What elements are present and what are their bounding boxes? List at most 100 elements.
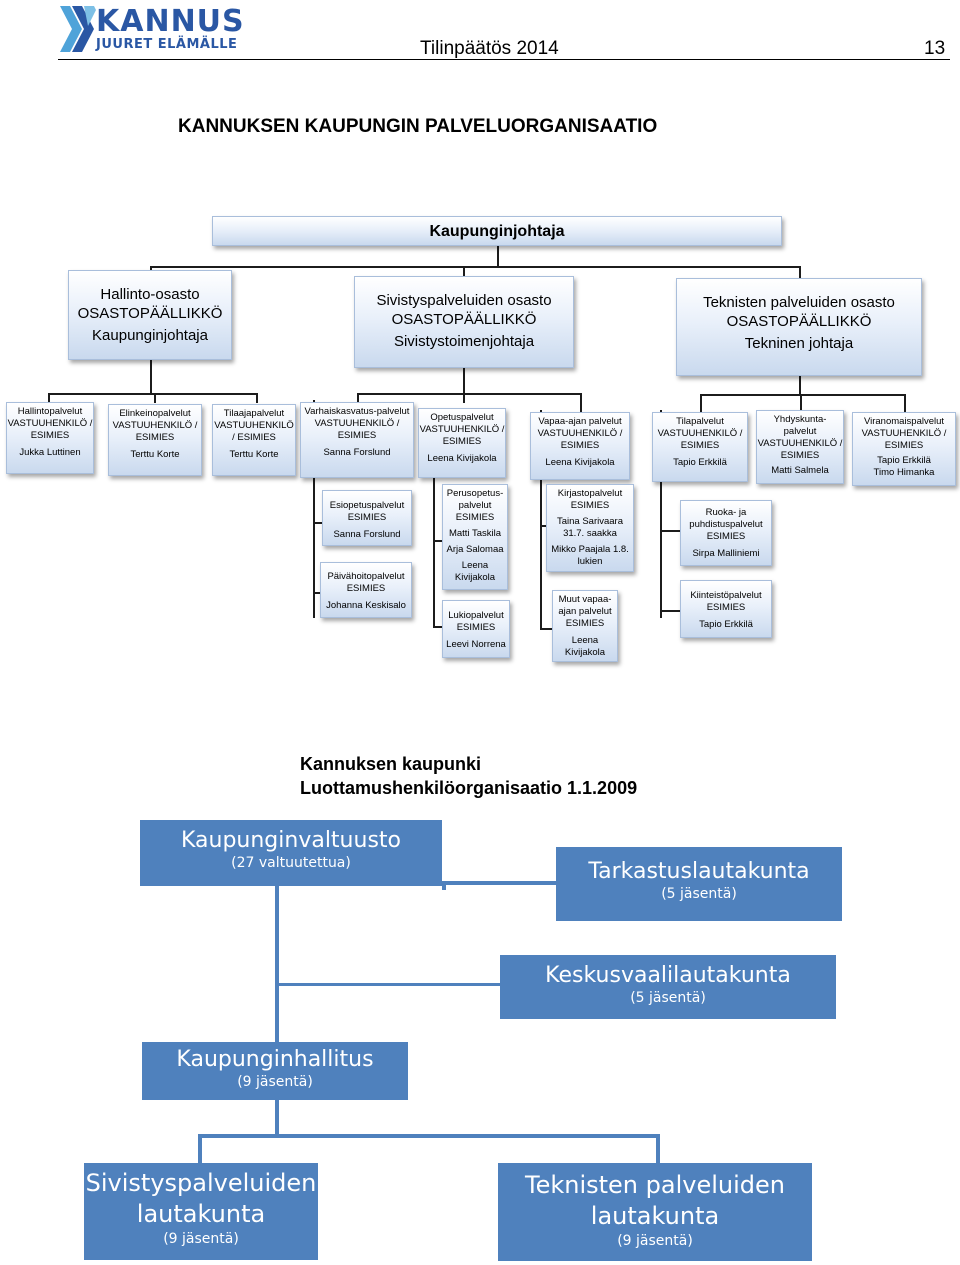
unit-role: ESIMIES (30, 430, 70, 441)
unit-title: palvelut (783, 426, 817, 437)
sivistyslautakunta-box: Sivistyspalveluiden lautakunta (9 jäsent… (84, 1163, 318, 1260)
subunit-title: Kirjastopalvelut (557, 488, 623, 499)
logo-k-icon (60, 6, 96, 52)
subunit-title: Muut vapaa- (558, 594, 612, 605)
subunit-person: Tapio Erkkilä (699, 619, 753, 630)
subunit-person: Mikko Paajala 1.8. (551, 544, 629, 555)
logo-wordmark: KANNUS (96, 4, 245, 39)
subunit-person: Johanna Keskisalo (326, 600, 406, 611)
unit-title: Hallintopalvelut (17, 406, 83, 417)
subunit-title: Päivähoitopalvelut (327, 571, 405, 582)
subunit-title: Esiopetuspalvelut (329, 500, 405, 511)
kannus-logo: KANNUS JUURET ELÄMÄLLE (58, 4, 244, 56)
dept-sivistys: Sivistyspalveluiden osasto OSASTOPÄÄLLIK… (354, 276, 574, 368)
unit-title: Elinkeinopalvelut (119, 408, 191, 419)
unit-hallintopalvelut: Hallintopalvelut VASTUUHENKILÖ / ESIMIES… (6, 402, 94, 474)
subunit-date: 31.7. saakka (563, 528, 617, 539)
subunit-role: ESIMIES (565, 618, 605, 629)
valtuusto-box: Kaupunginvaltuusto (27 valtuutettua) (140, 820, 442, 886)
unit-varhaiskasvatus: Varhaiskasvatus-palvelut VASTUUHENKILÖ /… (300, 402, 414, 478)
logo-tagline: JUURET ELÄMÄLLE (96, 37, 238, 52)
keskusvaali-name: Keskusvaalilautakunta (545, 963, 791, 988)
org-top-label: Kaupunginjohtaja (429, 223, 565, 240)
page-title: KANNUKSEN KAUPUNGIN PALVELUORGANISAATIO (178, 116, 658, 137)
teknisetlautakunta-box: Teknisten palveluiden lautakunta (9 jäse… (498, 1163, 812, 1261)
unit-person: Matti Salmela (771, 465, 829, 476)
subunit-title: puhdistuspalvelut (689, 519, 763, 530)
dept-hallinto: Hallinto-osasto OSASTOPÄÄLLIKKÖ Kaupungi… (68, 270, 232, 360)
unit-title: Yhdyskunta- (773, 414, 827, 425)
unit-role: ESIMIES (780, 450, 820, 461)
subunit-perusopetus: Perusopetus- palvelut ESIMIES Matti Task… (442, 484, 508, 590)
subunit-date: lukien (577, 556, 603, 567)
subunit-person: Arja Salomaa (446, 544, 504, 555)
tarkastus-members: (5 jäsentä) (661, 886, 737, 902)
tekninen-name: Teknisten palveluiden (525, 1171, 785, 1199)
dept-holder: Tekninen johtaja (744, 335, 854, 352)
subunit-person: Sirpa Malliniemi (692, 548, 760, 559)
unit-role: ESIMIES (560, 440, 600, 451)
subunit-kirjasto: Kirjastopalvelut ESIMIES Taina Sarivaara… (546, 484, 634, 572)
dept-name: Teknisten palveluiden osasto (703, 294, 895, 311)
subunit-role: ESIMIES (706, 602, 746, 613)
unit-role: VASTUUHENKILÖ / (112, 420, 198, 431)
dept-role: OSASTOPÄÄLLIKKÖ (391, 311, 537, 328)
subunit-person: Leena (571, 635, 599, 646)
trust-org-title: Kannuksen kaupunki Luottamushenkilöorgan… (300, 752, 637, 800)
keskusvaali-members: (5 jäsentä) (630, 990, 706, 1006)
unit-viranomaispalvelut: Viranomaispalvelut VASTUUHENKILÖ / ESIMI… (852, 412, 956, 486)
subunit-role: ESIMIES (346, 583, 386, 594)
subunit-role: ESIMIES (456, 622, 496, 633)
subunit-person: Leevi Norrena (446, 639, 506, 650)
unit-person: Timo Himanka (873, 467, 935, 478)
keskusvaalilautakunta-box: Keskusvaalilautakunta (5 jäsentä) (500, 955, 836, 1019)
unit-role: ESIMIES (442, 436, 482, 447)
unit-title: Tilapalvelut (676, 416, 724, 427)
unit-person: Leena Kivijakola (545, 457, 615, 468)
unit-tilaajapalvelut: Tilaajapalvelut VASTUUHENKILÖ / ESIMIES … (212, 404, 296, 476)
unit-tilapalvelut: Tilapalvelut VASTUUHENKILÖ / ESIMIES Tap… (652, 412, 748, 482)
unit-role: VASTUUHENKILÖ / (757, 438, 843, 449)
subunit-person: Kivijakola (454, 572, 496, 583)
unit-role: / ESIMIES (232, 432, 276, 443)
hallitus-name: Kaupunginhallitus (176, 1047, 374, 1072)
unit-title: Viranomaispalvelut (863, 416, 945, 427)
subunit-title: Lukiopalvelut (448, 610, 504, 621)
unit-role: VASTUUHENKILÖ (214, 420, 294, 431)
unit-role: VASTUUHENKILÖ / (7, 418, 93, 429)
dept-holder: Sivistystoimenjohtaja (393, 333, 535, 350)
tarkastuslautakunta-box: Tarkastuslautakunta (5 jäsentä) (556, 847, 842, 921)
hallitus-members: (9 jäsentä) (237, 1074, 313, 1090)
sivistys-name: lautakunta (136, 1200, 266, 1228)
unit-yhdyskunta: Yhdyskunta- palvelut VASTUUHENKILÖ / ESI… (756, 410, 844, 484)
subunit-esiopetus: Esiopetuspalvelut ESIMIES Sanna Forslund (322, 490, 412, 546)
unit-role: VASTUUHENKILÖ / (657, 428, 743, 439)
subunit-role: ESIMIES (347, 512, 387, 523)
subunit-role: ESIMIES (570, 500, 610, 511)
subunit-title: ajan palvelut (558, 606, 612, 617)
unit-person: Terttu Korte (229, 449, 279, 460)
page-number: 13 (924, 38, 946, 59)
subunit-title: palvelut (458, 500, 492, 511)
subunit-title: Ruoka- ja (705, 507, 747, 518)
unit-person: Tapio Erkkilä (877, 455, 931, 466)
unit-person: Sanna Forslund (323, 447, 391, 458)
subunit-person: Kivijakola (564, 647, 606, 658)
subunit-ruoka: Ruoka- ja puhdistuspalvelut ESIMIES Sirp… (680, 500, 772, 566)
dept-role: OSASTOPÄÄLLIKKÖ (726, 313, 872, 330)
unit-role: VASTUUHENKILÖ / (314, 418, 400, 429)
tekninen-members: (9 jäsentä) (617, 1233, 693, 1249)
header-rule (58, 59, 950, 60)
unit-person: Terttu Korte (130, 449, 180, 460)
unit-person: Jukka Luttinen (19, 447, 81, 458)
unit-role: ESIMIES (884, 440, 924, 451)
unit-person: Tapio Erkkilä (673, 457, 727, 468)
kaupunginhallitus-box: Kaupunginhallitus (9 jäsentä) (142, 1042, 408, 1100)
dept-tekninen: Teknisten palveluiden osasto OSASTOPÄÄLL… (676, 278, 922, 376)
subunit-paivahoito: Päivähoitopalvelut ESIMIES Johanna Keski… (320, 562, 412, 618)
unit-opetuspalvelut: Opetuspalvelut VASTUUHENKILÖ / ESIMIES L… (418, 408, 506, 478)
dept-role: OSASTOPÄÄLLIKKÖ (77, 305, 223, 322)
subunit-role: ESIMIES (706, 531, 746, 542)
subunit-title: Kiinteistöpalvelut (690, 590, 762, 601)
subunit-person: Leena (461, 560, 489, 571)
